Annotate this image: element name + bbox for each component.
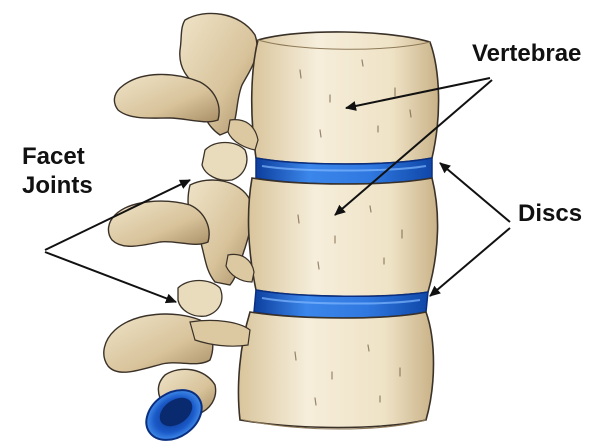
vertebra-middle bbox=[249, 178, 438, 296]
vertebrae-label: Vertebrae bbox=[472, 40, 581, 68]
vertebra-bottom bbox=[238, 312, 433, 429]
facet-joints-label-line1: Facet bbox=[22, 143, 85, 171]
facet-joints-label-line2: Joints bbox=[22, 172, 93, 200]
discs-label: Discs bbox=[518, 200, 582, 228]
discs-pointers bbox=[430, 163, 510, 296]
top-vertebra-processes bbox=[114, 13, 257, 180]
middle-vertebra-processes bbox=[108, 180, 252, 316]
vertebra-top bbox=[252, 32, 439, 164]
